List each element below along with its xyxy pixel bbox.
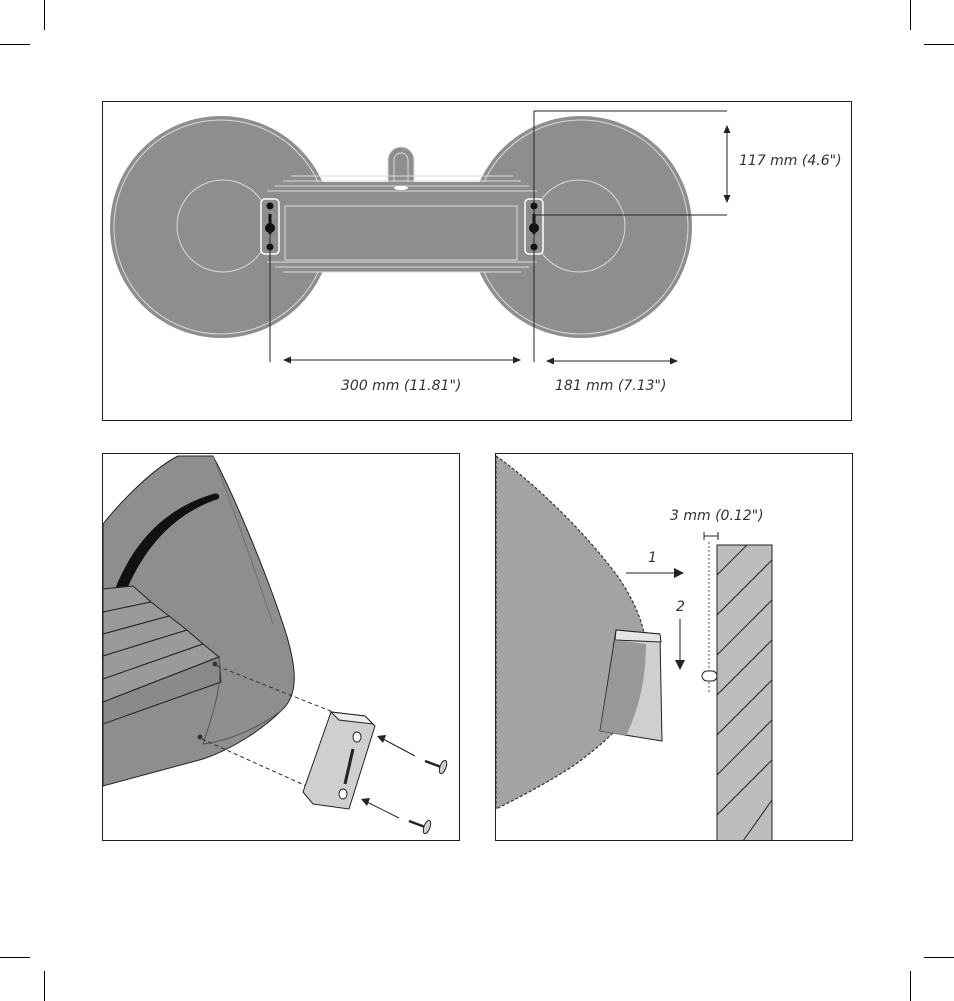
crop-mark-bottom-right-v — [910, 971, 911, 1001]
right-driver — [470, 116, 692, 338]
bracket-attachment-diagram — [103, 455, 448, 835]
bracket-spacing-arrow — [283, 356, 521, 364]
crop-mark-top-right-h — [924, 44, 954, 45]
rear-view-dimension-panel: 117 mm (4.6") 300 mm (11.81") 181 mm (7.… — [102, 101, 852, 421]
mounting-recess — [202, 656, 284, 745]
left-driver — [110, 116, 332, 338]
rear-view-diagram: 117 mm (4.6") 300 mm (11.81") 181 mm (7.… — [110, 110, 842, 394]
crop-mark-top-left-h — [0, 44, 30, 45]
housing-highlight-edge — [212, 455, 274, 625]
speaker-body — [263, 175, 539, 273]
mounting-hole-top — [212, 661, 218, 667]
step-2-arrow — [675, 619, 685, 670]
screw-bottom — [408, 819, 432, 835]
speaker-fins — [103, 585, 222, 725]
wall-hanging-panel: 3 mm (0.12") 1 2 — [495, 453, 853, 841]
mounting-hole-bottom — [197, 734, 203, 740]
height-spacing-label: 117 mm (4.6") — [739, 153, 842, 169]
crop-mark-bottom-right-h — [924, 957, 954, 958]
wall-screw — [701, 670, 718, 682]
screw-direction-arrows — [361, 735, 416, 819]
speaker-band — [115, 493, 220, 594]
bracket-spacing-label: 300 mm (11.81") — [341, 378, 461, 394]
side-offset-arrow — [546, 357, 678, 365]
step-1-label: 1 — [648, 550, 657, 566]
screw-top — [424, 759, 448, 775]
wall-gap-label: 3 mm (0.12") — [670, 508, 764, 524]
wall-hanging-diagram: 3 mm (0.12") 1 2 — [496, 455, 773, 840]
bracket-attachment-panel — [102, 453, 460, 841]
wall-section — [716, 544, 773, 840]
crop-mark-bottom-left-h — [0, 957, 30, 958]
speaker-bracket — [599, 629, 663, 742]
crop-mark-top-right-v — [910, 0, 911, 30]
top-handle — [387, 146, 415, 184]
crop-mark-bottom-left-v — [44, 971, 45, 1001]
gap-dimension-marker — [703, 532, 719, 540]
dimension-extension-lines — [269, 110, 727, 362]
step-2-label: 2 — [676, 599, 685, 615]
height-dimension-arrow — [723, 125, 731, 203]
crop-mark-top-left-v — [44, 0, 45, 30]
wall-bracket-part — [302, 711, 376, 810]
side-offset-label: 181 mm (7.13") — [555, 378, 666, 394]
step-1-arrow — [626, 568, 684, 578]
alignment-guides — [201, 665, 334, 790]
